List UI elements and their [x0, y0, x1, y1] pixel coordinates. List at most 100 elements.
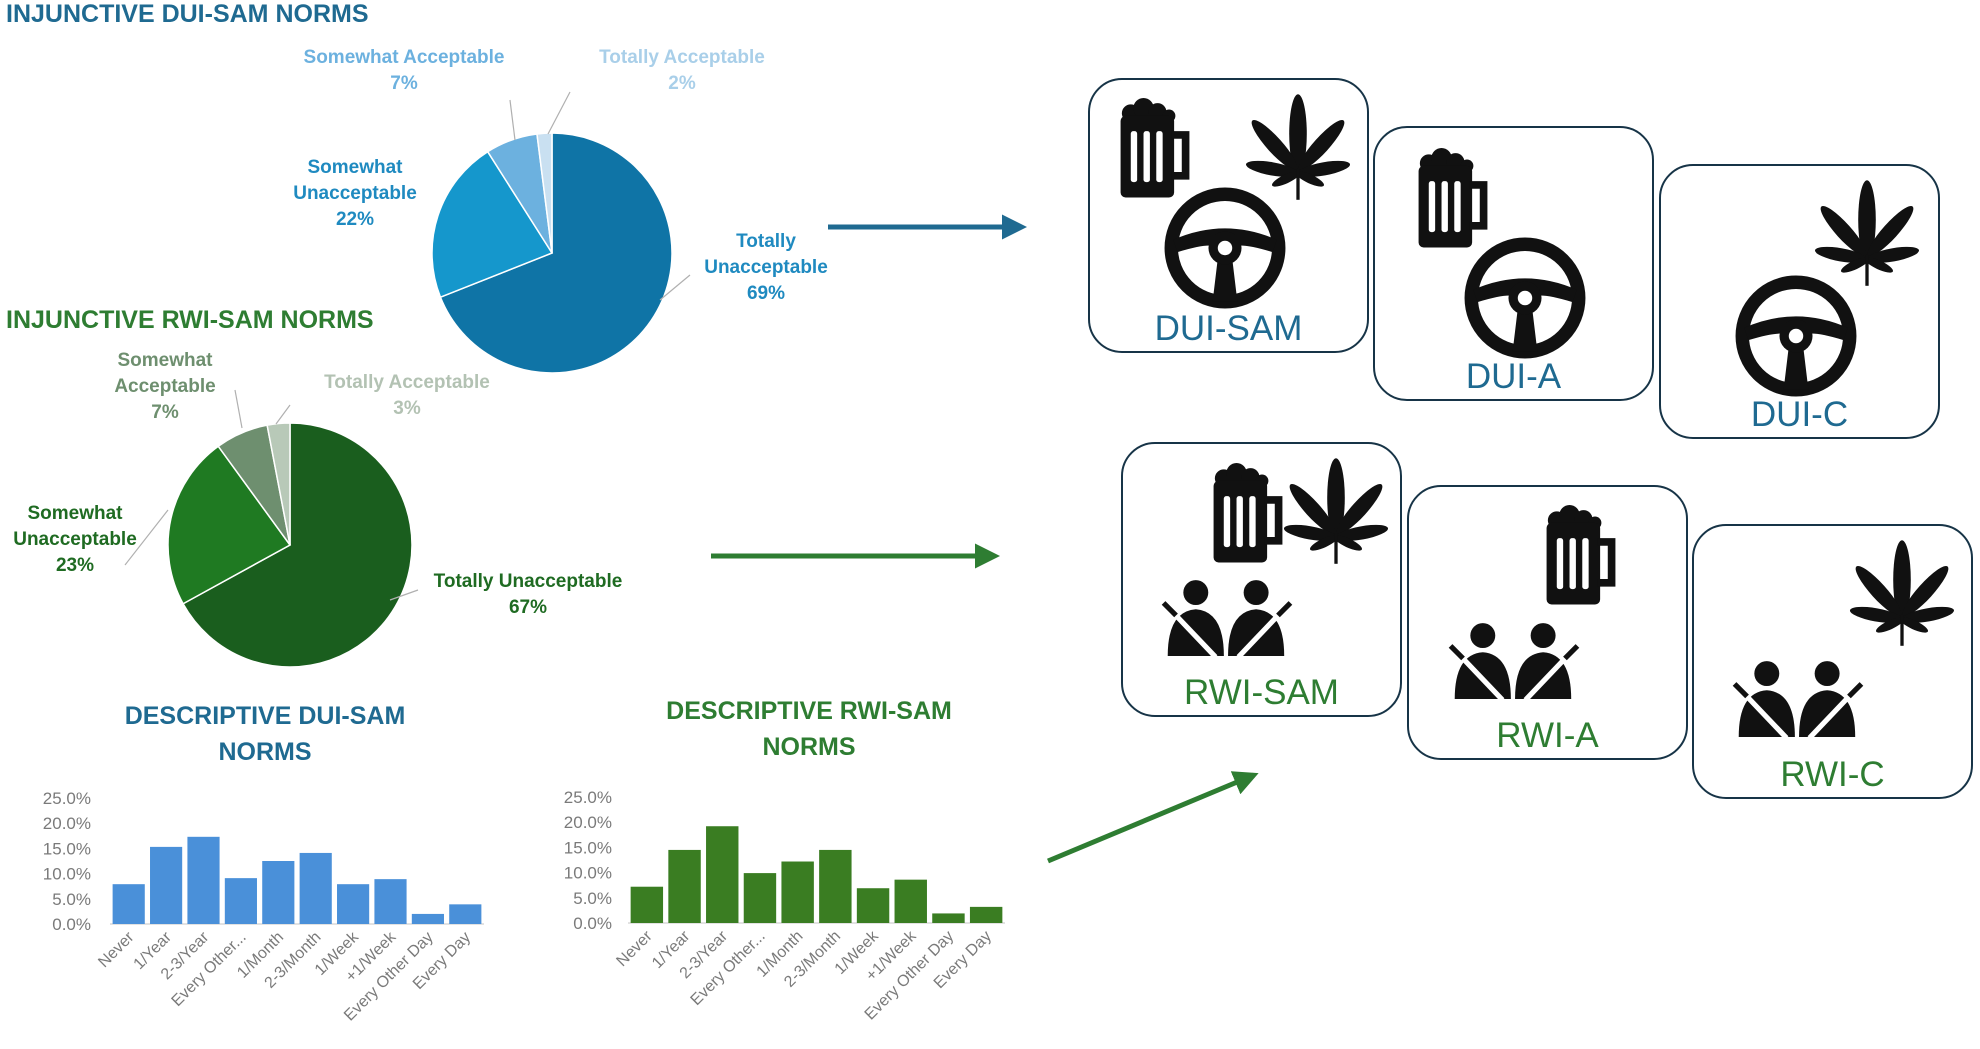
pie-slice-totally-acceptable: [266, 422, 291, 546]
box-label: RWI-C: [1780, 755, 1885, 794]
box-rwi-a: RWI-A: [1407, 485, 1688, 760]
box-label: DUI-C: [1750, 395, 1849, 434]
seatbelt-passengers-icon: [1446, 621, 1582, 699]
pie-label-dui-totally-acceptable: Totally Acceptable 2%: [599, 45, 765, 97]
label-text: Somewhat: [27, 503, 123, 524]
box-label: DUI-SAM: [1154, 309, 1303, 348]
bar: [630, 886, 664, 923]
y-tick-label: 5.0%: [573, 889, 612, 908]
bar: [706, 826, 739, 923]
descriptive-rwi-title: DESCRIPTIVE RWI-SAM NORMS: [666, 693, 952, 765]
bar-chart-descriptive-rwi: 0.0%5.0%10.0%15.0%20.0%25.0%Never1/Year2…: [564, 788, 1005, 1023]
label-text: Totally Acceptable: [599, 47, 765, 68]
label-text: Unacceptable: [13, 529, 137, 550]
box-rwi-sam: RWI-SAM: [1121, 442, 1402, 717]
bar: [743, 873, 777, 923]
leader-lines: [124, 91, 691, 601]
pie-label-rwi-somewhat-unacceptable: Somewhat Unacceptable 23%: [13, 501, 137, 579]
title-line: DESCRIPTIVE RWI-SAM: [666, 697, 952, 725]
bar: [819, 849, 852, 923]
label-text: Totally: [736, 231, 796, 252]
bar: [781, 861, 814, 923]
pie-slice-totally-unacceptable: [439, 132, 673, 374]
cannabis-leaf-icon: [1809, 178, 1925, 288]
label-text: Totally Unacceptable: [433, 571, 623, 592]
steering-wheel-icon: [1463, 236, 1587, 360]
title-line: DESCRIPTIVE DUI-SAM: [124, 702, 406, 730]
y-tick-label: 0.0%: [573, 914, 612, 933]
arrow-descriptive-to-boxes: [1047, 771, 1259, 864]
title-line: NORMS: [218, 738, 312, 766]
bar: [411, 913, 444, 924]
pie-label-dui-somewhat-acceptable: Somewhat Acceptable 7%: [304, 45, 505, 97]
y-tick-label: 20.0%: [43, 814, 91, 833]
beer-mug-icon: [1413, 148, 1493, 250]
injunctive-rwi-title: INJUNCTIVE RWI-SAM NORMS: [6, 306, 374, 334]
beer-mug-icon: [1541, 505, 1621, 607]
y-tick-label: 0.0%: [52, 915, 91, 934]
injunctive-dui-title: INJUNCTIVE DUI-SAM NORMS: [6, 0, 369, 28]
y-tick-label: 15.0%: [564, 838, 612, 857]
bar-chart-descriptive-dui: 0.0%5.0%10.0%15.0%20.0%25.0%Never1/Year2…: [43, 789, 484, 1024]
bar: [150, 846, 183, 924]
box-dui-a: DUI-A: [1373, 126, 1654, 401]
seatbelt-passengers-icon: [1730, 659, 1866, 737]
label-value: 22%: [335, 209, 375, 230]
bar: [299, 852, 332, 924]
bar: [856, 888, 890, 923]
pie-label-rwi-totally-unacceptable: Totally Unacceptable 67%: [434, 569, 623, 621]
bar: [187, 836, 220, 924]
label-value: 7%: [151, 402, 179, 423]
pie-label-dui-somewhat-unacceptable: Somewhat Unacceptable 22%: [293, 155, 417, 233]
cannabis-leaf-icon: [1844, 538, 1960, 648]
label-text: Somewhat: [307, 157, 403, 178]
box-label: DUI-A: [1465, 357, 1562, 396]
pie-chart-injunctive-rwi: [167, 422, 413, 668]
label-text: Unacceptable: [293, 183, 417, 204]
pie-label-rwi-totally-acceptable: Totally Acceptable 3%: [324, 370, 490, 422]
label-text: Totally Acceptable: [324, 372, 490, 393]
y-tick-label: 10.0%: [43, 865, 91, 884]
box-dui-c: DUI-C: [1659, 164, 1940, 439]
label-value: 2%: [668, 73, 696, 94]
y-tick-label: 10.0%: [564, 864, 612, 883]
x-tick-label: Never: [613, 927, 656, 970]
y-tick-label: 15.0%: [43, 839, 91, 858]
pie-chart-injunctive-dui: [431, 132, 673, 374]
title-line: NORMS: [762, 733, 856, 761]
cannabis-leaf-icon: [1278, 456, 1394, 566]
label-value: 23%: [55, 555, 95, 576]
label-text: Unacceptable: [704, 257, 828, 278]
bar: [374, 879, 407, 924]
bar: [969, 906, 1003, 923]
pie-slice-totally-acceptable: [536, 132, 553, 254]
y-tick-label: 25.0%: [43, 789, 91, 808]
pie-slice-somewhat-unacceptable: [167, 445, 292, 605]
box-label: RWI-A: [1496, 716, 1599, 755]
bar: [932, 913, 965, 923]
descriptive-dui-title: DESCRIPTIVE DUI-SAM NORMS: [125, 698, 406, 770]
pie-slice-totally-unacceptable: [182, 422, 413, 668]
label-text: Acceptable: [114, 376, 216, 397]
label-value: 7%: [390, 73, 418, 94]
y-tick-label: 5.0%: [52, 890, 91, 909]
beer-mug-icon: [1115, 98, 1195, 200]
x-tick-label: Never: [95, 928, 138, 971]
box-dui-sam: DUI-SAM: [1088, 78, 1369, 353]
beer-mug-icon: [1208, 463, 1288, 565]
bar: [337, 884, 370, 924]
bar: [262, 861, 295, 924]
y-tick-label: 25.0%: [564, 788, 612, 807]
box-label: RWI-SAM: [1184, 673, 1339, 712]
label-value: 67%: [508, 597, 548, 618]
bar: [894, 879, 927, 923]
box-rwi-c: RWI-C: [1692, 524, 1973, 799]
pie-slice-somewhat-unacceptable: [431, 150, 554, 299]
steering-wheel-icon: [1734, 274, 1858, 398]
bar: [112, 884, 145, 924]
bar: [224, 878, 257, 924]
label-text: Somewhat Acceptable: [303, 47, 505, 68]
steering-wheel-icon: [1163, 186, 1287, 310]
label-text: Somewhat: [117, 350, 213, 371]
